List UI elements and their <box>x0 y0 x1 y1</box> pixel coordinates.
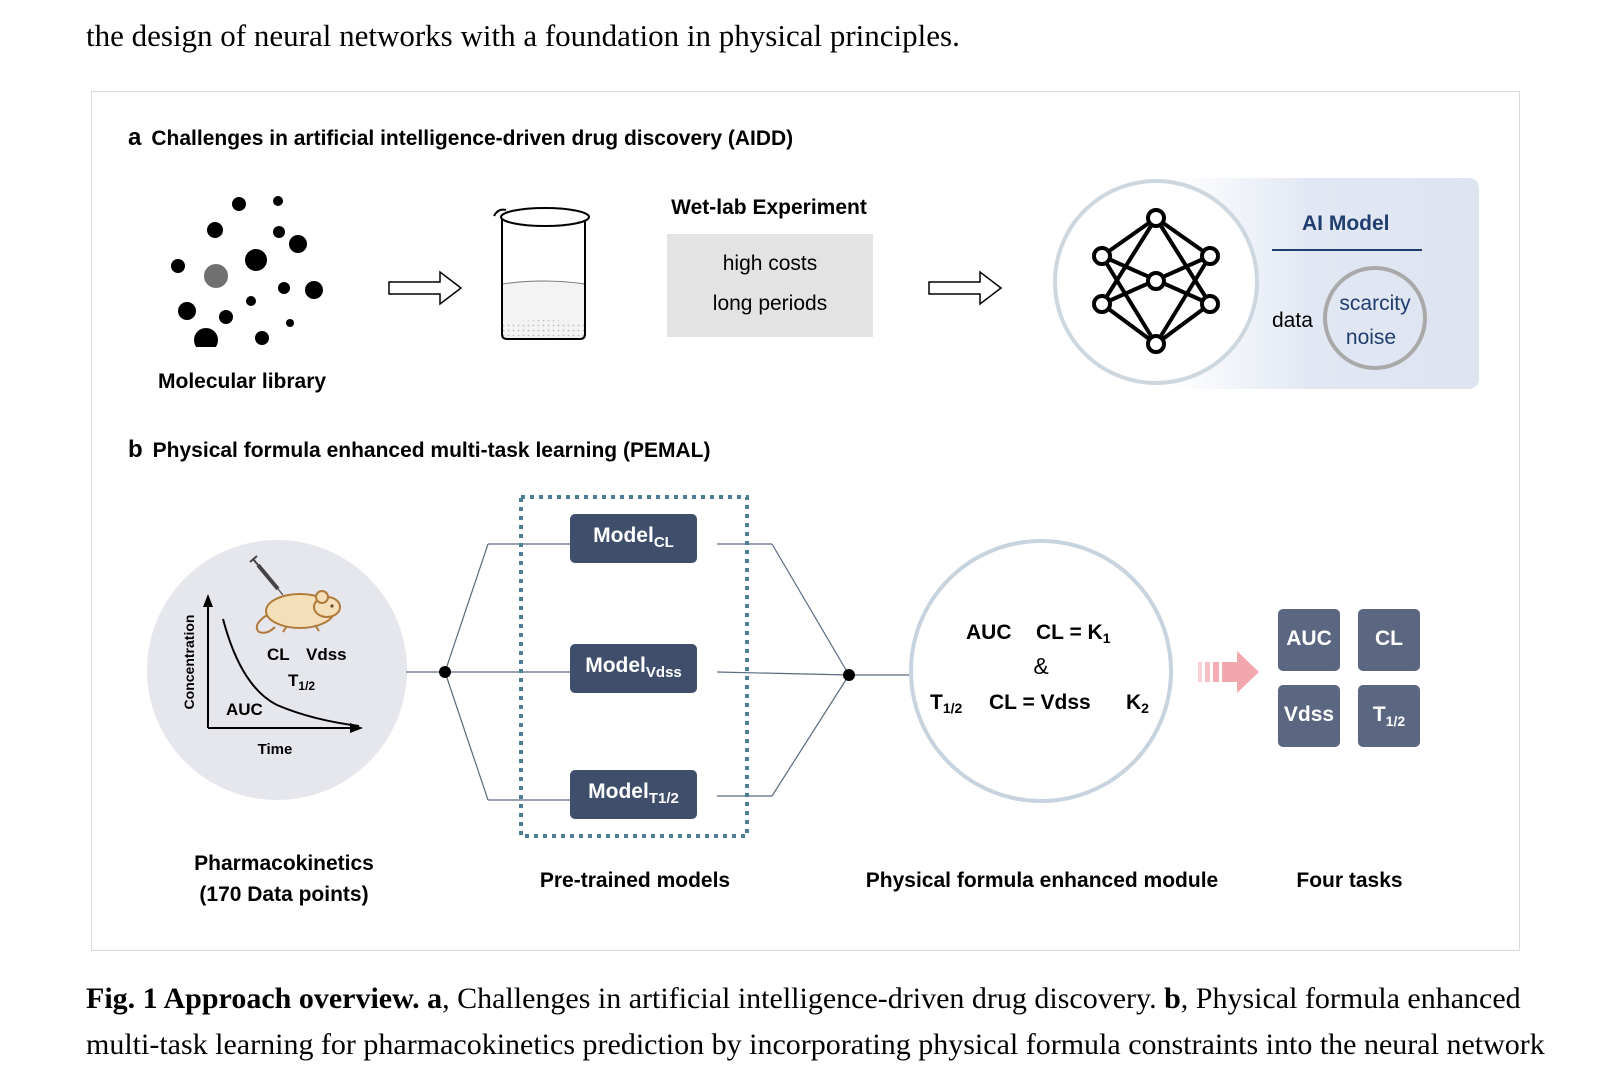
model-vdss-label: Model <box>585 654 646 677</box>
model-vdss-box: ModelVdss <box>570 644 697 693</box>
formula-auc: AUC <box>966 621 1012 644</box>
task-thalf-box: T1/2 <box>1358 685 1420 747</box>
formula-k2: K2 <box>1126 691 1149 716</box>
beaker-icon <box>493 207 590 340</box>
ai-data-label: data <box>1272 309 1313 332</box>
caption-b-letter: b <box>1164 982 1181 1015</box>
formula-cl-vdss: CL = Vdss <box>989 691 1091 714</box>
panel-b-heading: b Physical formula enhanced multi-task le… <box>128 436 710 464</box>
panel-a-heading: a Challenges in artificial intelligence-d… <box>128 124 793 152</box>
molecular-library-label: Molecular library <box>158 370 327 393</box>
formula-module: AUC CL = K1 & T1/2 CL = Vdss K2 <box>909 539 1173 803</box>
ai-model-underline <box>1272 249 1422 251</box>
model-cl-sub: CL <box>653 534 674 552</box>
data-issue-noise: noise <box>1345 326 1397 349</box>
model-thalf-sub: T1/2 <box>648 790 679 808</box>
model-cl-label: Model <box>593 524 654 547</box>
panel-b-title: Physical formula enhanced multi-task lea… <box>152 439 711 462</box>
task-auc-box: AUC <box>1278 609 1340 671</box>
panel-b-letter: b <box>128 436 143 463</box>
task-cl-label: CL <box>1375 627 1403 650</box>
wetlab-title: Wet-lab Experiment <box>671 196 867 219</box>
caption-a-letter: a <box>427 982 443 1015</box>
arrow-right-icon <box>928 270 1003 306</box>
figure-caption: Fig. 1 Approach overview. a, Challenges … <box>86 976 1556 1068</box>
model-vdss-sub: Vdss <box>645 664 682 682</box>
pk-cl-label: CL <box>267 645 290 664</box>
pk-auc-label: AUC <box>226 700 263 719</box>
wetlab-line-periods: long periods <box>712 292 828 315</box>
task-cl-box: CL <box>1358 609 1420 671</box>
pretrained-label: Pre-trained models <box>539 869 731 892</box>
pk-t-half-label: T1/2 <box>288 671 315 693</box>
task-thalf-label: T <box>1372 703 1386 726</box>
pk-x-axis-label: Time <box>258 741 293 758</box>
model-thalf-label: Model <box>588 780 649 803</box>
neural-network-icon <box>1053 179 1259 385</box>
data-issues-circle <box>1323 266 1427 370</box>
mouse-icon <box>249 555 341 634</box>
task-vdss-label: Vdss <box>1283 703 1335 726</box>
formula-cl-k1: CL = K1 <box>1036 621 1111 646</box>
task-thalf-sub: 1/2 <box>1385 713 1406 730</box>
formula-t-half: T1/2 <box>930 691 963 716</box>
pk-label-line1: Pharmacokinetics <box>194 852 374 875</box>
molecular-library-dots <box>171 196 323 347</box>
pk-y-axis-label: Concentration <box>181 615 197 710</box>
ai-model-title: AI Model <box>1302 212 1390 235</box>
panel-a-letter: a <box>128 124 142 151</box>
data-issue-scarcity: scarcity <box>1339 292 1411 315</box>
caption-fig-label: Fig. 1 Approach overview. <box>86 982 420 1015</box>
arrow-right-icon <box>388 270 463 306</box>
connector-lines <box>406 495 912 838</box>
task-vdss-box: Vdss <box>1278 685 1340 747</box>
module-label: Physical formula enhanced module <box>865 869 1219 892</box>
pk-vdss-label: Vdss <box>306 645 347 664</box>
model-cl-box: ModelCL <box>570 514 697 563</box>
wetlab-line-costs: high costs <box>722 252 818 275</box>
model-thalf-box: ModelT1/2 <box>570 770 697 819</box>
pk-label-line2: (170 Data points) <box>199 883 369 906</box>
intro-text: the design of neural networks with a fou… <box>86 18 960 53</box>
formula-amp: & <box>1033 653 1048 679</box>
pk-chart: Concentration Time CL Vdss T1/2 AUC <box>147 540 407 800</box>
wetlab-box: high costs long periods <box>667 234 873 337</box>
task-auc-label: AUC <box>1286 627 1332 650</box>
output-arrow-icon <box>1198 651 1259 693</box>
figure-1: a Challenges in artificial intelligence-d… <box>91 91 1520 951</box>
tasks-label: Four tasks <box>1296 869 1403 892</box>
panel-a-title: Challenges in artificial intelligence-dr… <box>151 127 794 150</box>
caption-a-text: , Challenges in artificial intelligence-… <box>442 982 1157 1015</box>
